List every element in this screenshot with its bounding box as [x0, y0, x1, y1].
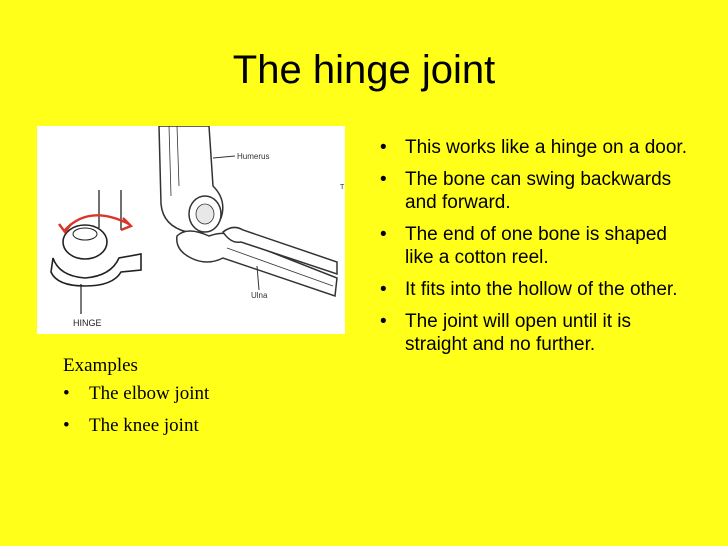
humerus-marrow-line	[168, 126, 172, 197]
hinge-diagram-svg: Humerus Ulna HINGE T	[50, 126, 345, 328]
slide-title-text: The hinge joint	[232, 48, 496, 92]
hinge-base-shape	[50, 253, 142, 287]
elbow-bones	[158, 126, 338, 298]
humerus-pointer	[212, 155, 236, 159]
key-points-section: • This works like a hinge on a door. • T…	[368, 136, 698, 365]
hinge-model	[50, 190, 142, 314]
list-item: • The end of one bone is shaped like a c…	[368, 223, 698, 269]
list-item: • The joint will open until it is straig…	[368, 310, 698, 356]
swing-arrow-head-left	[58, 223, 72, 234]
hinge-reel-shape	[62, 224, 108, 260]
ulna-pointer	[256, 265, 260, 291]
list-item: • This works like a hinge on a door.	[368, 136, 698, 159]
bullet-glyph: •	[380, 137, 387, 158]
ulna-label: Ulna	[251, 291, 268, 300]
trochlea-shading	[195, 203, 215, 225]
list-item: • The knee joint	[63, 413, 333, 439]
point-text: This works like a hinge on a door.	[405, 137, 687, 158]
bullet-glyph: •	[63, 383, 70, 404]
hinge-joint-diagram: Humerus Ulna HINGE T	[37, 126, 345, 334]
humerus-marrow-line-2	[176, 126, 180, 187]
edge-label: T	[340, 184, 345, 191]
point-text: The bone can swing backwards and forward…	[405, 169, 672, 213]
bullet-glyph: •	[380, 279, 387, 300]
list-item: • The elbow joint	[63, 381, 333, 407]
ulna-marrow-line	[226, 247, 334, 287]
examples-list: • The elbow joint • The knee joint	[63, 381, 333, 439]
bullet-glyph: •	[380, 224, 387, 245]
swing-arrow-head-right	[120, 217, 134, 232]
point-text: The end of one bone is shaped like a cot…	[405, 224, 667, 268]
label-pointers	[212, 155, 260, 291]
example-text: The elbow joint	[89, 383, 210, 404]
ulna-bone	[176, 230, 338, 298]
examples-heading: Examples	[63, 355, 138, 376]
example-text: The knee joint	[89, 415, 199, 436]
point-text: The joint will open until it is straight…	[405, 311, 631, 355]
slide-title: The hinge joint	[0, 46, 728, 94]
bullet-glyph: •	[63, 415, 70, 436]
list-item: • The bone can swing backwards and forwa…	[368, 168, 698, 214]
list-item: • It fits into the hollow of the other.	[368, 278, 698, 301]
key-points-list: • This works like a hinge on a door. • T…	[368, 136, 698, 356]
radius-bone	[221, 226, 338, 276]
humerus-label: Humerus	[237, 152, 269, 161]
examples-section: Examples • The elbow joint • The knee jo…	[63, 353, 333, 445]
hinge-label: HINGE	[73, 318, 102, 328]
swing-arrow	[58, 214, 134, 234]
hinge-reel-highlight	[72, 227, 98, 241]
bullet-glyph: •	[380, 169, 387, 190]
bullet-glyph: •	[380, 311, 387, 332]
point-text: It fits into the hollow of the other.	[405, 279, 678, 300]
